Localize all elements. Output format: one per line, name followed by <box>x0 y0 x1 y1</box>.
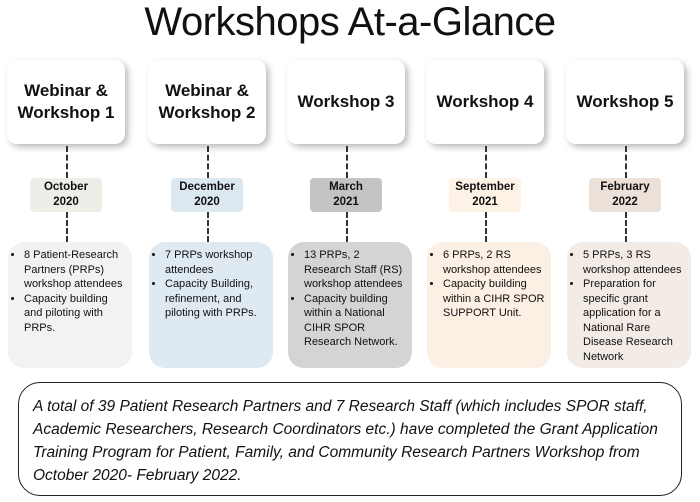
description-box-4: 6 PRPs, 2 RS workshop attendees Capacity… <box>427 242 551 368</box>
date-month-1: October <box>43 181 89 193</box>
workshop-heading-2-line1: Webinar & <box>165 81 249 100</box>
description-bullet: Capacity Building, refinement, and pilot… <box>165 277 267 321</box>
date-year-5: 2022 <box>612 196 638 208</box>
workshop-heading-1-line2: Workshop 1 <box>17 103 115 122</box>
date-year-3: 2021 <box>333 196 359 208</box>
description-bullet: 7 PRPs workshop attendees <box>165 248 267 277</box>
connector-dash-top-3 <box>346 146 348 178</box>
workshop-column-5: Workshop 5 February 2022 5 PRPs, 3 RS wo… <box>564 60 692 370</box>
workshop-heading-5-line1: Workshop 5 <box>576 92 674 111</box>
workshop-heading-2-line2: Workshop 2 <box>158 103 256 122</box>
date-month-2: December <box>179 181 235 193</box>
workshop-column-3: Workshop 3 March 2021 13 PRPs, 2 Researc… <box>285 60 413 370</box>
workshop-heading-1: Webinar & Workshop 1 <box>7 60 125 144</box>
date-year-2: 2020 <box>194 196 220 208</box>
description-box-3: 13 PRPs, 2 Research Staff (RS) workshop … <box>288 242 412 368</box>
date-badge-3: March 2021 <box>310 178 382 212</box>
description-bullet: Preparation for specific grant applicati… <box>583 277 685 364</box>
date-year-1: 2020 <box>53 196 79 208</box>
description-box-5: 5 PRPs, 3 RS workshop attendees Preparat… <box>567 242 691 368</box>
workshop-heading-4-line1: Workshop 4 <box>436 92 534 111</box>
date-month-4: September <box>455 181 515 193</box>
page-title: Workshops At-a-Glance <box>144 0 556 44</box>
connector-dash-bottom-1 <box>66 212 68 242</box>
description-bullet: Capacity building within a National CIHR… <box>304 292 406 350</box>
workshop-column-2: Webinar & Workshop 2 December 2020 7 PRP… <box>146 60 274 370</box>
connector-dash-top-1 <box>66 146 68 178</box>
date-badge-1: October 2020 <box>30 178 102 212</box>
date-month-5: February <box>600 181 650 193</box>
description-bullet: 8 Patient-Research Partners (PRPs) works… <box>24 248 126 292</box>
connector-dash-top-2 <box>207 146 209 178</box>
connector-dash-top-4 <box>485 146 487 178</box>
date-badge-4: September 2021 <box>449 178 521 212</box>
connector-dash-bottom-4 <box>485 212 487 242</box>
workshop-heading-4: Workshop 4 <box>426 60 544 144</box>
connector-dash-bottom-5 <box>625 212 627 242</box>
workshop-heading-2: Webinar & Workshop 2 <box>148 60 266 144</box>
description-bullet: Capacity building and piloting with PRPs… <box>24 292 126 336</box>
connector-dash-top-5 <box>625 146 627 178</box>
workshop-heading-3: Workshop 3 <box>287 60 405 144</box>
description-bullet: 6 PRPs, 2 RS workshop attendees <box>443 248 545 277</box>
summary-box: A total of 39 Patient Research Partners … <box>18 382 682 496</box>
description-bullet: Capacity building within a CIHR SPOR SUP… <box>443 277 545 321</box>
connector-dash-bottom-2 <box>207 212 209 242</box>
description-box-2: 7 PRPs workshop attendees Capacity Build… <box>149 242 273 368</box>
description-bullet: 13 PRPs, 2 Research Staff (RS) workshop … <box>304 248 406 292</box>
workshop-heading-1-line1: Webinar & <box>24 81 108 100</box>
workshop-heading-3-line1: Workshop 3 <box>297 92 395 111</box>
workshop-column-4: Workshop 4 September 2021 6 PRPs, 2 RS w… <box>424 60 552 370</box>
connector-dash-bottom-3 <box>346 212 348 242</box>
date-month-3: March <box>329 181 363 193</box>
workshop-column-1: Webinar & Workshop 1 October 2020 8 Pati… <box>5 60 133 370</box>
date-badge-5: February 2022 <box>589 178 661 212</box>
date-year-4: 2021 <box>472 196 498 208</box>
date-badge-2: December 2020 <box>171 178 243 212</box>
workshop-heading-5: Workshop 5 <box>566 60 684 144</box>
description-box-1: 8 Patient-Research Partners (PRPs) works… <box>8 242 132 368</box>
description-bullet: 5 PRPs, 3 RS workshop attendees <box>583 248 685 277</box>
